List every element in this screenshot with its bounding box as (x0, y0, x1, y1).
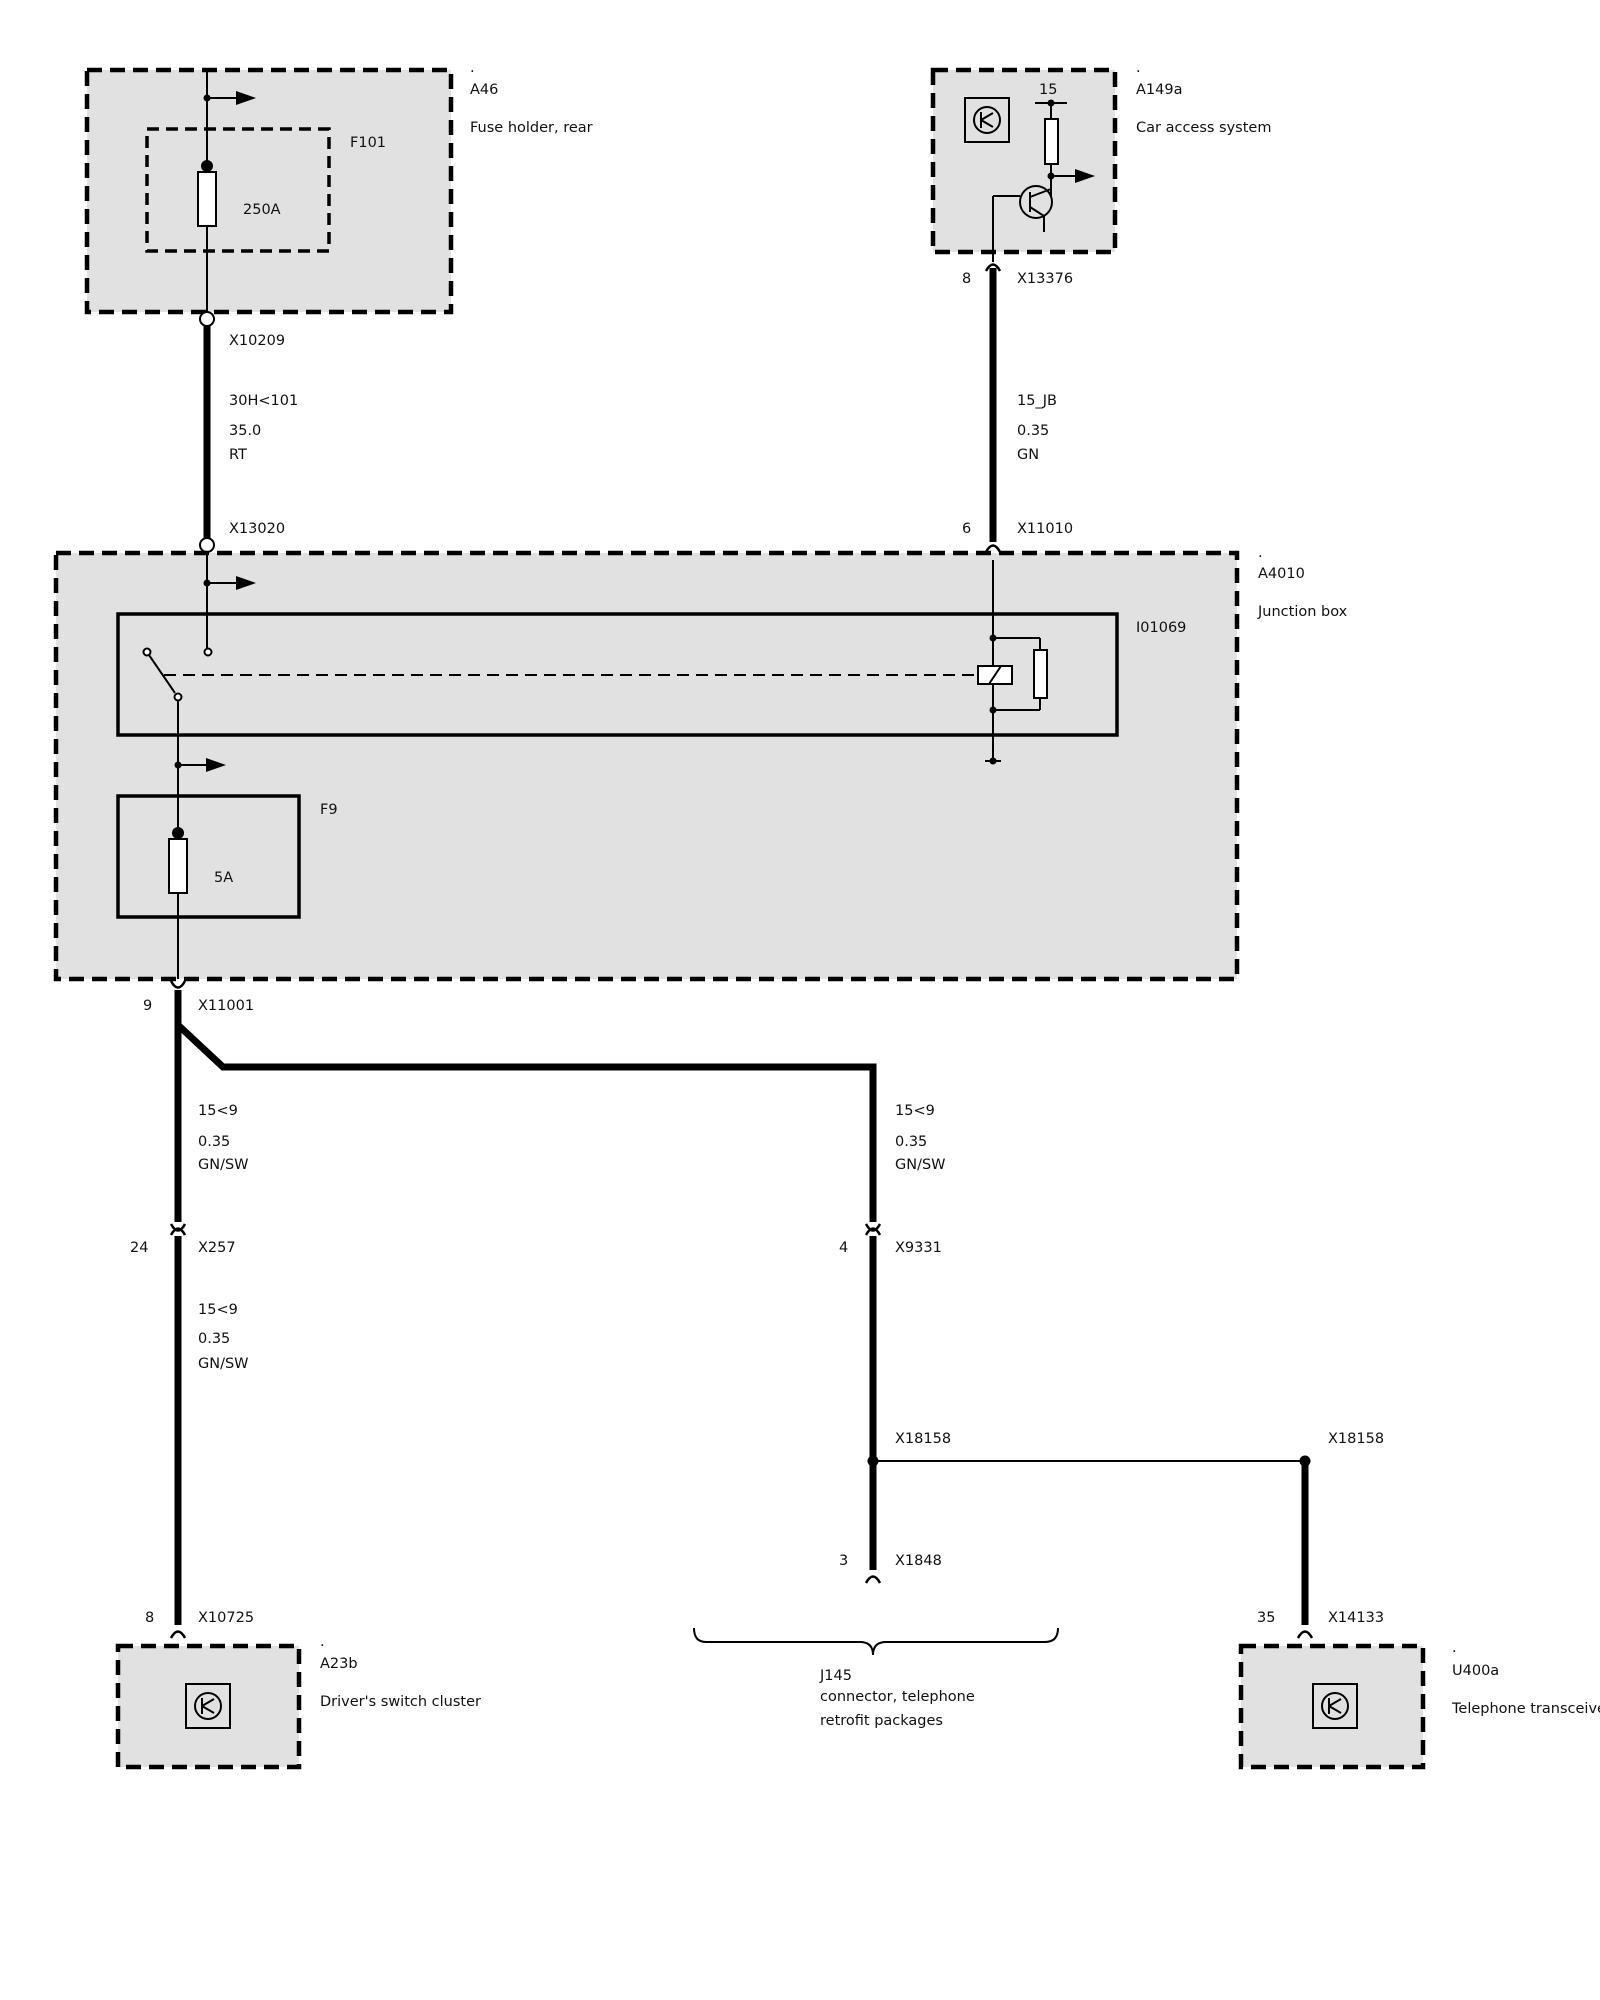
u400a-dot: . (1452, 1640, 1457, 1656)
wire-a-gauge: 0.35 (198, 1134, 230, 1150)
a23b-housing (115, 1643, 302, 1770)
a4010-dot: . (1258, 545, 1263, 561)
x14133-id: X14133 (1328, 1610, 1384, 1626)
wire-c-color: GN/SW (198, 1356, 249, 1372)
control-unit-icon (185, 1683, 231, 1729)
a46-housing (84, 67, 454, 315)
x11010-pin: 6 (962, 521, 971, 537)
connector-x9331-icon (864, 1227, 882, 1236)
a149a-housing (930, 67, 1118, 255)
f9-rating: 5A (214, 870, 233, 886)
wire-b-gauge: 0.35 (895, 1134, 927, 1150)
a46-dot: . (470, 60, 475, 76)
a149a-terminal: 15 (1039, 82, 1057, 98)
x18158-left-id: X18158 (895, 1431, 951, 1447)
resistor-icon (1044, 118, 1059, 165)
connector-x11001-icon (169, 980, 187, 989)
component-a149a: 15 . A149a Car access system (930, 60, 1271, 255)
relay-switch-icon (142, 647, 152, 657)
x13376-id: X13376 (1017, 271, 1073, 287)
x1848-pin: 3 (839, 1553, 848, 1569)
x9331-pin: 4 (839, 1240, 848, 1256)
a149a-dot: . (1136, 60, 1141, 76)
component-u400a: . U400a Telephone transceiver (1238, 1640, 1600, 1770)
transistor-icon (1019, 185, 1053, 219)
wire-c-signal: 15<9 (198, 1302, 238, 1318)
component-a4010: . A4010 Junction box I01069 F9 5A (53, 545, 1348, 982)
u400a-name: Telephone transceiver (1451, 1701, 1600, 1717)
f101-id: F101 (350, 135, 386, 151)
a23b-id: A23b (320, 1656, 358, 1672)
j145-name-1: connector, telephone (820, 1689, 975, 1705)
wire-b-color: GN/SW (895, 1157, 946, 1173)
x11001-id: X11001 (198, 998, 254, 1014)
x10725-id: X10725 (198, 1610, 254, 1626)
j145-brace (693, 1627, 1059, 1656)
a4010-id: A4010 (1258, 566, 1305, 582)
x13020-id: X13020 (229, 521, 285, 537)
wire-15jb-signal: 15_JB (1017, 393, 1057, 409)
x11010-id: X11010 (1017, 521, 1073, 537)
wire-30h-signal: 30H<101 (229, 393, 298, 409)
connector-x1848-icon (864, 1575, 882, 1584)
a46-id: A46 (470, 82, 498, 98)
wire-30h-color: RT (229, 447, 247, 463)
x10725-pin: 8 (145, 1610, 154, 1626)
connector-x11010-icon (984, 544, 1002, 553)
a23b-dot: . (320, 1634, 325, 1650)
x257-id: X257 (198, 1240, 236, 1256)
j145-name-2: retrofit packages (820, 1713, 943, 1729)
a4010-housing (53, 550, 1240, 982)
wire-a-color: GN/SW (198, 1157, 249, 1173)
u400a-housing (1238, 1643, 1426, 1770)
control-unit-icon (964, 97, 1010, 143)
arrow-right-icon (236, 91, 256, 105)
f9-housing (116, 794, 301, 919)
arrow-right-icon (206, 758, 226, 772)
ground-icon (989, 757, 997, 765)
component-a46: . A46 Fuse holder, rear F101 250A (84, 60, 593, 315)
fuse-icon (197, 171, 217, 227)
a149a-name: Car access system (1136, 120, 1271, 136)
x11001-pin: 9 (143, 998, 152, 1014)
x14133-pin: 35 (1257, 1610, 1275, 1626)
x13376-pin: 8 (962, 271, 971, 287)
wire-15-9-branch (175, 1022, 877, 1222)
u400a-id: U400a (1452, 1663, 1499, 1679)
x9331-id: X9331 (895, 1240, 942, 1256)
arrow-right-icon (1075, 169, 1095, 183)
control-unit-icon (1312, 1683, 1358, 1729)
arrow-right-icon (236, 576, 256, 590)
wire-30h-gauge: 35.0 (229, 423, 261, 439)
connector-x10209-icon (199, 311, 215, 327)
a4010-name: Junction box (1257, 604, 1348, 620)
i01069-id: I01069 (1136, 620, 1186, 636)
x18158-right-id: X18158 (1328, 1431, 1384, 1447)
x257-pin: 24 (130, 1240, 148, 1256)
fuse-icon (168, 838, 188, 894)
connector-x13020-icon (199, 537, 215, 553)
wire-15jb-color: GN (1017, 447, 1039, 463)
f101-rating: 250A (243, 202, 281, 218)
a23b-name: Driver's switch cluster (320, 1694, 481, 1710)
resistor-icon (1033, 649, 1048, 699)
x1848-id: X1848 (895, 1553, 942, 1569)
f9-id: F9 (320, 802, 338, 818)
connector-x257-icon (169, 1227, 187, 1236)
connector-x14133-icon (1296, 1630, 1314, 1639)
x10209-id: X10209 (229, 333, 285, 349)
connector-x13376-icon (984, 263, 1002, 272)
a149a-id: A149a (1136, 82, 1182, 98)
j145-id: J145 (819, 1668, 852, 1684)
a46-name: Fuse holder, rear (470, 120, 593, 136)
component-a23b: . A23b Driver's switch cluster (115, 1634, 481, 1770)
wire-a-signal: 15<9 (198, 1103, 238, 1119)
wire-c-gauge: 0.35 (198, 1331, 230, 1347)
wire-15jb-gauge: 0.35 (1017, 423, 1049, 439)
wire-b-signal: 15<9 (895, 1103, 935, 1119)
relay-i01069-housing (116, 612, 1119, 737)
connector-x10725-icon (169, 1630, 187, 1639)
